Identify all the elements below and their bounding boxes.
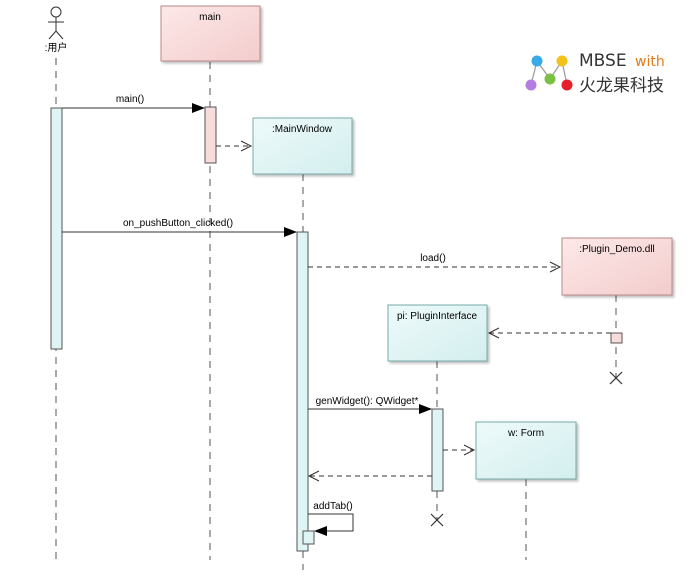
lifeline-main-label: main: [199, 12, 221, 23]
message-main-label: main(): [116, 94, 144, 105]
brand-dot-green-icon: [544, 73, 556, 85]
lifeline-plugin-demo-label: :Plugin_Demo.dll: [579, 244, 655, 255]
lifeline-head-form[interactable]: w: Form: [475, 421, 577, 480]
brand-subtitle: 火龙果科技: [579, 76, 664, 96]
lifeline-mainwindow-label: :MainWindow: [272, 124, 333, 135]
brand-title: MBSE: [579, 51, 627, 71]
lifeline-head-mainwindow[interactable]: :MainWindow: [252, 117, 353, 175]
message-load-label: load(): [420, 253, 446, 264]
destroy-plugin-demo: [609, 371, 623, 385]
brand-with: with: [635, 54, 665, 70]
lifeline-head-plugin-demo[interactable]: :Plugin_Demo.dll: [561, 237, 673, 296]
lifeline-head-main[interactable]: main: [160, 5, 261, 62]
brand-logo: MBSE with 火龙果科技: [525, 51, 665, 96]
message-genwidget-label: genWidget(): QWidget*: [316, 396, 419, 407]
actor-label: :用户: [45, 41, 68, 54]
message-create-mainwindow[interactable]: [216, 140, 253, 152]
message-create-plugininterface[interactable]: [487, 327, 611, 339]
lifeline-head-plugininterface[interactable]: pi: PluginInterface: [387, 304, 488, 362]
brand-dot-red-icon: [561, 79, 573, 91]
message-pushbutton-label: on_pushButton_clicked(): [123, 218, 233, 229]
message-addtab-label: addTab(): [313, 501, 352, 512]
message-load[interactable]: load(): [308, 253, 562, 273]
message-return-widget[interactable]: [307, 470, 432, 482]
activation-main: [204, 106, 217, 164]
message-create-form[interactable]: [443, 444, 476, 456]
actor-user: :用户: [45, 6, 68, 54]
brand-dot-blue-icon: [531, 55, 543, 67]
lifeline-form-label: w: Form: [507, 428, 544, 439]
brand-dot-purple-icon: [525, 79, 537, 91]
message-genwidget[interactable]: genWidget(): QWidget*: [308, 396, 432, 414]
activation-plugin-demo: [610, 332, 623, 344]
brand-dot-yellow-icon: [556, 55, 568, 67]
activation-mainwindow: [296, 231, 309, 552]
message-addtab[interactable]: addTab(): [308, 501, 354, 536]
message-main[interactable]: main(): [62, 94, 205, 113]
activation-mainwindow-nested: [302, 530, 315, 545]
activation-plugininterface: [431, 408, 444, 492]
lifeline-plugininterface-label: pi: PluginInterface: [397, 311, 477, 322]
activation-user: [50, 107, 63, 350]
destroy-plugininterface: [430, 513, 444, 527]
message-pushbutton[interactable]: on_pushButton_clicked(): [62, 218, 297, 237]
